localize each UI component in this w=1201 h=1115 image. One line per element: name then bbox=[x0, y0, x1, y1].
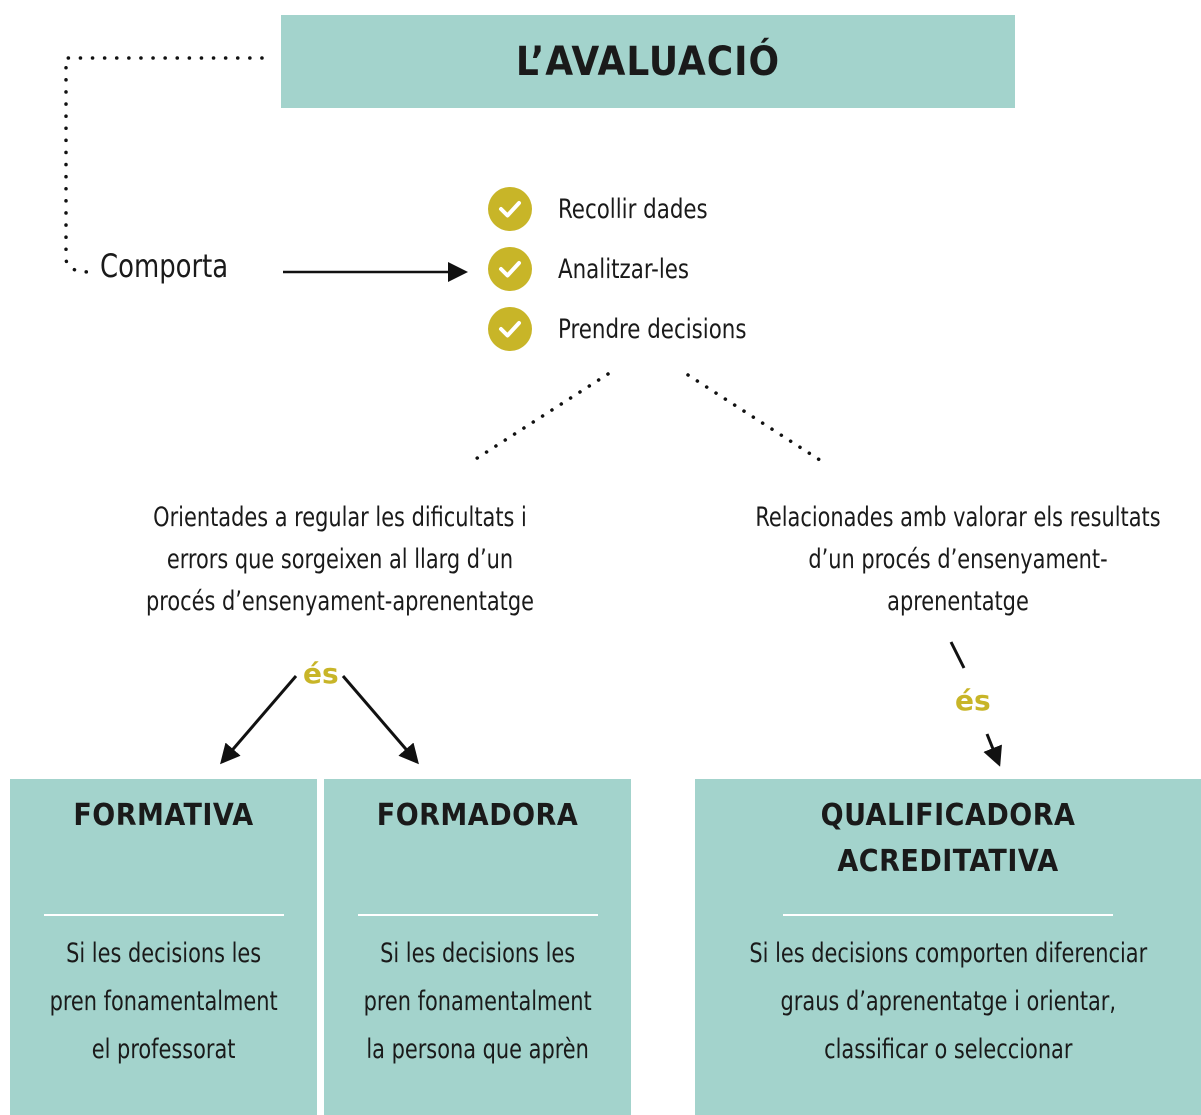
checklist-item-analyze: Analitzar-les bbox=[488, 246, 707, 292]
box-text-line: pren fonamentalment bbox=[49, 986, 278, 1017]
connector-word-left: és bbox=[303, 657, 339, 690]
box-title-line: QUALIFICADORA bbox=[820, 798, 1076, 833]
box-qualificadora-acreditativa: QUALIFICADORA ACREDITATIVA Si les decisi… bbox=[695, 779, 1201, 1115]
title-box: L’AVALUACIÓ bbox=[281, 15, 1015, 108]
box-title: FORMADORA bbox=[377, 793, 578, 839]
arrow-to-formadora bbox=[341, 675, 419, 765]
description-line: d’un procés d’ensenyament- bbox=[808, 544, 1108, 575]
box-text-line: la persona que aprèn bbox=[366, 1034, 589, 1065]
left-description: Orientades a regular les dificultats i e… bbox=[90, 497, 590, 623]
box-text-line: Si les decisions comporten diferenciar bbox=[749, 938, 1147, 969]
box-text-line: classificar o seleccionar bbox=[823, 1034, 1073, 1065]
arrow-to-qualificadora bbox=[983, 733, 1002, 767]
description-line: aprenentatge bbox=[887, 586, 1029, 617]
dotted-bracket-line bbox=[64, 56, 264, 274]
line-to-es-right bbox=[949, 641, 966, 669]
checklist-item-collect: Recollir dades bbox=[488, 186, 728, 232]
connector-word-right: és bbox=[955, 684, 991, 717]
description-line: Orientades a regular les dificultats i bbox=[153, 502, 527, 533]
comporta-label: Comporta bbox=[100, 247, 229, 285]
box-formativa: FORMATIVA Si les decisions les pren fona… bbox=[10, 779, 317, 1115]
box-title-line: FORMADORA bbox=[376, 798, 579, 833]
checklist-label: Analitzar-les bbox=[558, 253, 690, 285]
check-circle-icon bbox=[488, 307, 532, 351]
box-text-line: graus d’aprenentatge i orientar, bbox=[780, 986, 1116, 1017]
box-divider bbox=[783, 914, 1113, 916]
box-formadora: FORMADORA Si les decisions les pren fona… bbox=[324, 779, 631, 1115]
box-title-line: ACREDITATIVA bbox=[837, 844, 1059, 879]
box-title: QUALIFICADORA ACREDITATIVA bbox=[821, 793, 1076, 885]
check-circle-icon bbox=[488, 247, 532, 291]
arrow-to-formativa bbox=[220, 675, 298, 765]
box-title: FORMATIVA bbox=[73, 793, 253, 839]
box-text-line: Si les decisions les bbox=[379, 938, 576, 969]
dotted-branch-left bbox=[466, 372, 610, 466]
page-title: L’AVALUACIÓ bbox=[515, 38, 781, 85]
box-divider bbox=[43, 914, 284, 916]
dotted-branch-right bbox=[686, 373, 828, 466]
box-text-line: Si les decisions les bbox=[65, 938, 262, 969]
box-text-line: el professorat bbox=[91, 1034, 236, 1065]
description-line: errors que sorgeixen al llarg d’un bbox=[166, 544, 514, 575]
box-text: Si les decisions les pren fonamentalment… bbox=[31, 930, 296, 1074]
box-title-line: FORMATIVA bbox=[73, 798, 254, 833]
checklist-label: Prendre decisions bbox=[558, 313, 747, 345]
checklist-label: Recollir dades bbox=[558, 193, 708, 225]
box-text: Si les decisions les pren fonamentalment… bbox=[345, 930, 610, 1074]
right-description: Relacionades amb valorar els resultats d… bbox=[720, 497, 1196, 623]
box-divider bbox=[357, 914, 598, 916]
box-text-line: pren fonamentalment bbox=[363, 986, 592, 1017]
box-text: Si les decisions comporten diferenciar g… bbox=[717, 930, 1180, 1074]
check-circle-icon bbox=[488, 187, 532, 231]
description-line: Relacionades amb valorar els resultats bbox=[755, 502, 1161, 533]
description-line: procés d’ensenyament-aprenentatge bbox=[146, 586, 534, 617]
checklist-item-decide: Prendre decisions bbox=[488, 306, 772, 352]
